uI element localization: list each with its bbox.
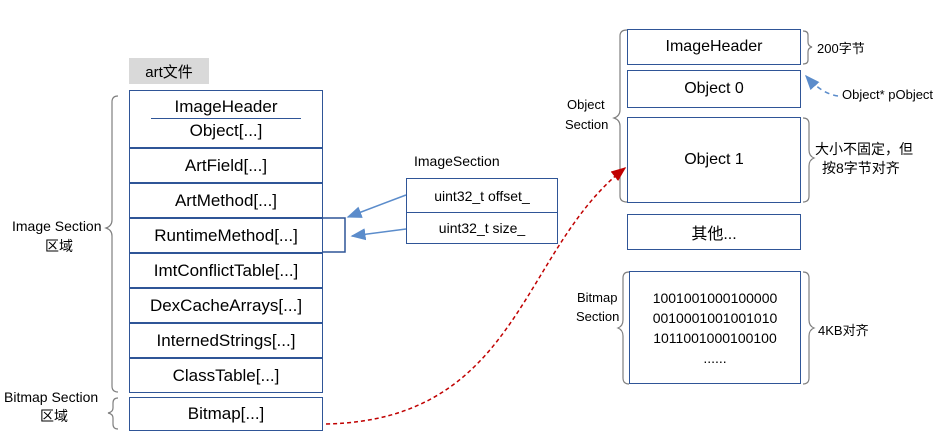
image-header-object-box: ImageHeader Object[...] [129, 90, 323, 148]
method-range-bracket [322, 217, 346, 253]
bitmap-right-bracket [802, 271, 816, 385]
bitmap-section-bracket [107, 397, 119, 430]
right-image-header-box: ImageHeader [627, 29, 801, 65]
pobject-arrow [805, 74, 839, 97]
art-method-box: ArtMethod[...] [129, 183, 323, 218]
size-field-box: uint32_t size_ [406, 212, 558, 244]
object-section-label-2: Section [565, 117, 609, 132]
bitmap-line: 0010001001001010 [652, 309, 778, 326]
bitmap-section-label-zone: 区域 [40, 408, 68, 424]
dex-cache-arrays-box: DexCacheArrays[...] [129, 288, 323, 323]
offset-field-box: uint32_t offset_ [406, 178, 558, 213]
object1-size-note: 大小不固定，但 [815, 141, 913, 157]
image-header-bracket [802, 30, 813, 65]
object1-box: Object 1 [627, 117, 801, 203]
bitmap-section-right-label-2: Section [576, 309, 620, 324]
bitmap-align-note: 4KB对齐 [818, 323, 869, 338]
offset-arrow [346, 194, 407, 218]
imt-conflict-table-box: ImtConflictTable[...] [129, 253, 323, 288]
image-section-bracket [104, 95, 119, 393]
pobject-note: Object* pObject [842, 87, 934, 102]
bitmap-box: Bitmap[...] [129, 397, 323, 431]
bitmap-bits-box: 1001001000100000 0010001001001010 101100… [629, 271, 801, 384]
image-header-title: ImageHeader [174, 97, 278, 116]
art-field-box: ArtField[...] [129, 148, 323, 183]
object0-box: Object 0 [627, 70, 801, 108]
art-file-label: art文件 [129, 58, 209, 84]
others-box: 其他... [627, 214, 801, 250]
bitmap-to-object1-arrow [325, 167, 627, 425]
size-arrow [350, 228, 407, 241]
image-section-title: ImageSection [414, 153, 500, 169]
bitmap-left-bracket [616, 271, 630, 385]
object-section-label: Object [567, 97, 605, 112]
bitmap-section-right-label: Bitmap [577, 290, 618, 305]
bitmap-line: 1011001000100100 [653, 329, 777, 346]
object-section-bracket [612, 29, 628, 203]
runtime-method-box: RuntimeMethod[...] [129, 218, 323, 253]
image-section-label-zone: 区域 [45, 238, 73, 254]
interned-strings-box: InternedStrings[...] [129, 323, 323, 358]
image-header-underline [151, 118, 301, 119]
bitmap-line: 1001001000100000 [652, 289, 778, 306]
image-header-size-note: 200字节 [817, 41, 865, 56]
bitmap-section-label: Bitmap Section [4, 389, 99, 405]
class-table-box: ClassTable[...] [129, 358, 323, 393]
object1-bracket [802, 117, 816, 203]
object1-align-note: 按8字节对齐 [822, 160, 900, 176]
bitmap-line: ...... [703, 349, 727, 366]
object-array-label: Object[...] [189, 121, 263, 140]
image-section-label: Image Section [12, 218, 102, 234]
